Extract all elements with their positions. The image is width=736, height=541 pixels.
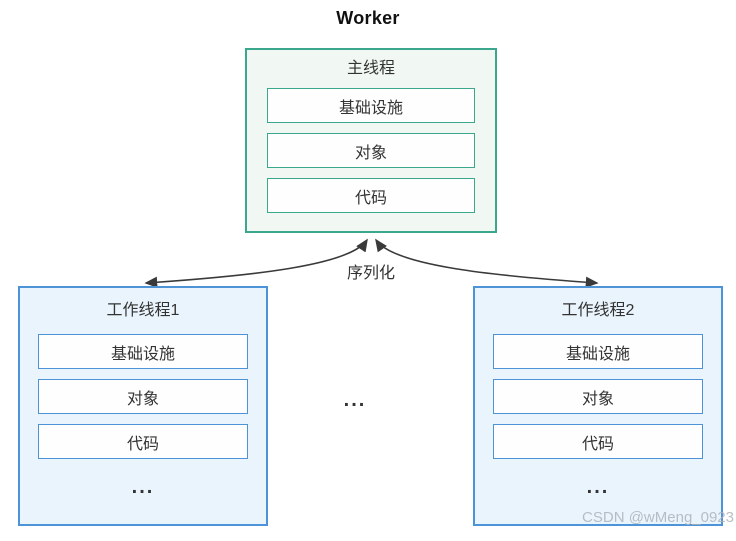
watermark: CSDN @wMeng_0923: [582, 509, 734, 526]
main-thread-item-objects: 对象: [267, 133, 475, 168]
worker1-panel: 工作线程1 基础设施 对象 代码 ...: [18, 286, 268, 526]
slot-label: 对象: [126, 390, 159, 408]
worker1-title: 工作线程1: [106, 302, 180, 319]
slot-label: 代码: [581, 435, 614, 453]
worker1-more-ellipsis: ...: [131, 476, 155, 498]
main-thread-title: 主线程: [346, 60, 395, 77]
worker1-item-code: 代码: [38, 424, 248, 459]
worker2-item-objects: 对象: [493, 379, 703, 414]
slot-label: 基础设施: [110, 345, 175, 363]
worker2-more-ellipsis: ...: [586, 476, 610, 498]
slot-label: 代码: [354, 189, 387, 207]
worker2-item-code: 代码: [493, 424, 703, 459]
slot-label: 基础设施: [565, 345, 630, 363]
slot-label: 代码: [126, 435, 159, 453]
worker1-item-objects: 对象: [38, 379, 248, 414]
worker2-item-infrastructure: 基础设施: [493, 334, 703, 369]
worker1-item-infrastructure: 基础设施: [38, 334, 248, 369]
main-thread-item-infrastructure: 基础设施: [267, 88, 475, 123]
main-thread-item-code: 代码: [267, 178, 475, 213]
slot-label: 基础设施: [338, 99, 403, 117]
more-workers-ellipsis: ...: [343, 389, 367, 411]
slot-label: 对象: [581, 390, 614, 408]
diagram-title: Worker: [336, 8, 400, 28]
main-thread-panel: 主线程 基础设施 对象 代码: [245, 48, 497, 233]
slot-label: 对象: [354, 144, 387, 162]
worker2-title: 工作线程2: [561, 302, 635, 319]
worker2-panel: 工作线程2 基础设施 对象 代码 ...: [473, 286, 723, 526]
serialization-label: 序列化: [346, 265, 395, 282]
